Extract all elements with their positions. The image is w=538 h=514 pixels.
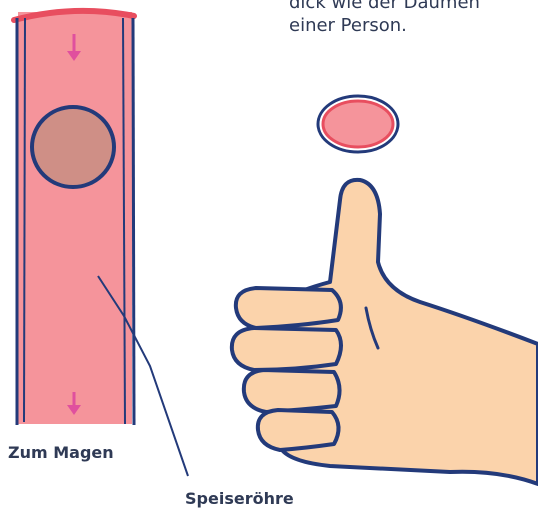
stomach-label: Zum Magen xyxy=(8,443,114,462)
thumbs-up-hand-icon xyxy=(232,180,538,484)
caption-line-1: dick wie der Daumen xyxy=(289,0,480,13)
cross-section-disc-icon xyxy=(318,96,398,152)
food-bolus-icon xyxy=(32,107,114,187)
esophagus-label: Speiseröhre xyxy=(185,489,294,508)
caption-line-2: einer Person. xyxy=(289,15,407,36)
esophagus-tube xyxy=(14,11,134,425)
